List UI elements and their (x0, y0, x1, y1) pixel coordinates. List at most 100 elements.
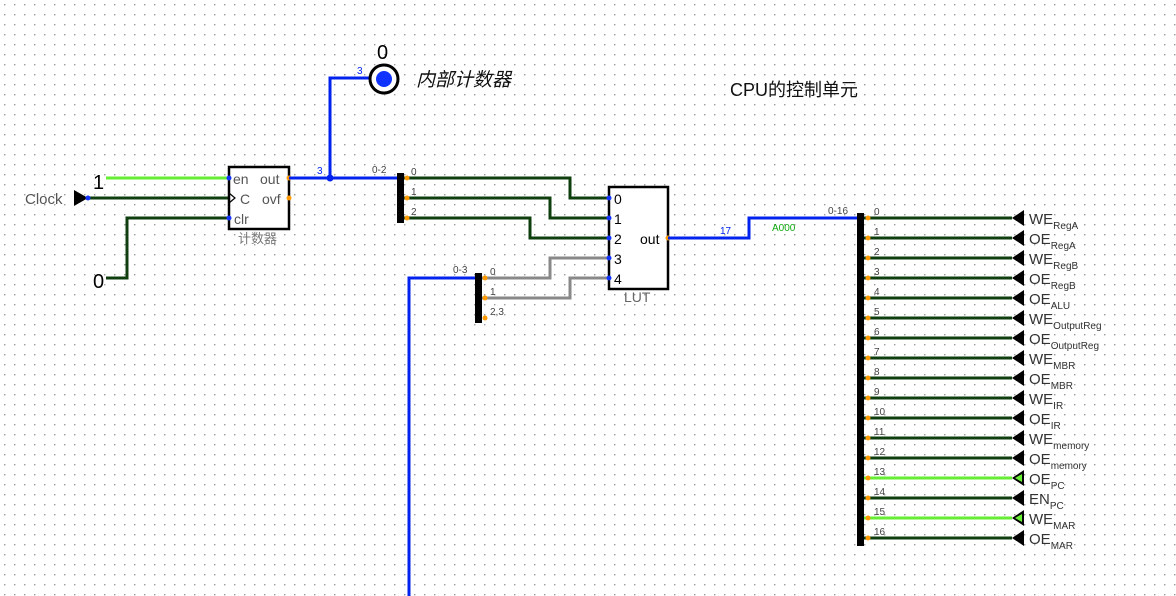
lut-input-3: 3 (614, 251, 622, 267)
signal-main: OE (1029, 471, 1051, 488)
constant-en[interactable]: 1 (93, 172, 104, 194)
page-title: CPU的控制单元 (730, 80, 858, 100)
splitter-out-pin (865, 395, 871, 401)
signal-main: WE (1029, 511, 1053, 528)
splitter-out-bar[interactable] (857, 213, 864, 546)
control-signal-row[interactable]: 4 OEALU (864, 287, 1070, 312)
wire-lut-in0 (404, 176, 609, 200)
splitter-out-pin (865, 355, 871, 361)
signal-main: OE (1029, 411, 1051, 428)
counter-pin-clr (226, 215, 232, 221)
active-indicator-icon (1015, 474, 1022, 482)
counter-box (227, 165, 291, 231)
signal-main: OE (1029, 231, 1051, 248)
signal-sub: OutputReg (1053, 321, 1101, 332)
signal-label: OEALU (1029, 291, 1070, 312)
splitter-counter-bit-0: 0 (411, 167, 417, 178)
counter-pin-en (226, 175, 232, 181)
signal-bit-index: 5 (874, 307, 880, 318)
signal-label: OEmemory (1029, 451, 1087, 472)
signal-sub: IR (1051, 421, 1061, 432)
signal-sub: MBR (1053, 361, 1075, 372)
signal-label: OERegB (1029, 271, 1076, 292)
signal-main: OE (1029, 371, 1051, 388)
output-pin-triangle-icon (1012, 270, 1024, 286)
splitter-out-pin (865, 275, 871, 281)
signal-main: WE (1029, 211, 1053, 228)
clock-edge-icon (228, 192, 236, 204)
splitter-counter-bit-1: 1 (411, 187, 417, 198)
counter-port-out: out (260, 171, 280, 187)
splitter-input-range: 0-3 (453, 265, 468, 276)
counter-width-label: 3 (317, 166, 323, 177)
lut-width-label: 17 (720, 226, 732, 237)
output-pin-triangle-icon (1012, 410, 1024, 426)
signal-sub: MAR (1053, 521, 1075, 532)
signal-main: WE (1029, 251, 1053, 268)
splitter-out-range: 0-16 (828, 206, 848, 217)
splitter-input-bit-2: 2,3 (490, 307, 504, 318)
signal-label: OEMBR (1029, 371, 1073, 392)
lut-component[interactable]: 0 1 2 3 4 out LUT (606, 185, 671, 305)
lut-box (607, 185, 670, 291)
splitter-out-pin (865, 335, 871, 341)
counter-port-clr: clr (234, 211, 249, 227)
signal-main: WE (1029, 351, 1053, 368)
control-signal-row[interactable]: 8 OEMBR (864, 367, 1073, 392)
signal-sub: memory (1053, 441, 1089, 452)
lut-pin-in0 (606, 195, 612, 201)
signal-bit-index: 8 (874, 367, 880, 378)
probe-led (376, 71, 392, 87)
lut-pin-in1 (606, 215, 612, 221)
splitter-out-pin (865, 435, 871, 441)
lut-input-4: 4 (614, 271, 622, 287)
signal-sub: RegB (1051, 281, 1076, 292)
lut-pin-in4 (606, 275, 612, 281)
signal-bit-index: 2 (874, 247, 880, 258)
splitter-out-pin (865, 455, 871, 461)
splitter-out-pin (865, 375, 871, 381)
signal-main: WE (1029, 391, 1053, 408)
counter-component[interactable]: en C clr out ovf 计数器 (226, 165, 292, 246)
splitter-input-bar[interactable] (475, 273, 482, 323)
wire-lut-in4 (482, 276, 609, 300)
output-pin-triangle-icon (1012, 310, 1024, 326)
splitter-input-bit-1: 1 (490, 287, 496, 298)
signal-bit-index: 14 (874, 487, 886, 498)
signal-sub: memory (1051, 461, 1087, 472)
signal-sub: IR (1053, 401, 1063, 412)
output-pin-triangle-icon (1012, 390, 1024, 406)
probe-width-label: 3 (357, 66, 363, 77)
lut-pin-in3 (606, 255, 612, 261)
constant-clr[interactable]: 0 (93, 271, 104, 293)
clock-input-icon[interactable] (74, 190, 88, 206)
signal-bit-index: 4 (874, 287, 880, 298)
splitter-counter-pin-0 (404, 175, 410, 181)
splitter-out-pin (865, 415, 871, 421)
counter-port-ovf: ovf (262, 191, 281, 207)
splitter-counter-bar[interactable] (397, 173, 404, 223)
probe-value: 0 (377, 42, 388, 64)
output-pin-triangle-icon (1012, 290, 1024, 306)
splitter-out-pin (865, 475, 871, 481)
lut-input-1: 1 (614, 211, 622, 227)
counter-port-clk: C (240, 191, 250, 207)
splitter-out-pin (865, 295, 871, 301)
